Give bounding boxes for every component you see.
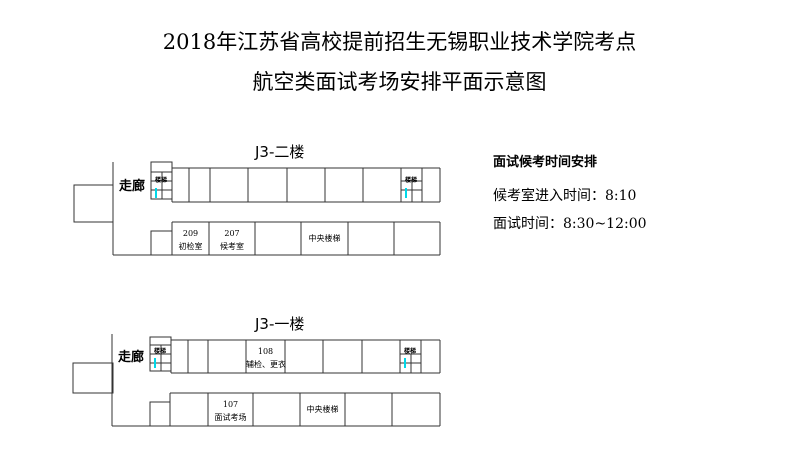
room-name: 候考室 <box>220 242 244 251</box>
room-number: 209 <box>182 229 199 238</box>
floor2-central-stair: 中央楼梯 <box>308 234 341 243</box>
room-209: 209 初检室 <box>172 227 209 253</box>
room-207: 207 候考室 <box>209 227 255 253</box>
room-number: 207 <box>224 229 240 238</box>
room-number: 108 <box>257 347 274 356</box>
interview-time: 面试时间：8:30~12:00 <box>493 216 647 232</box>
schedule-heading: 面试候考时间安排 <box>493 155 598 170</box>
floor1-central-stair: 中央楼梯 <box>306 405 339 414</box>
room-107: 107 面试考场 <box>208 398 253 424</box>
sub-title: 航空类面试考场安排平面示意图 <box>252 70 547 94</box>
floor1-plan <box>72 334 441 427</box>
room-number: 107 <box>222 400 239 409</box>
floor2-corridor-label: 走廊 <box>119 179 146 194</box>
room-name: 面试考场 <box>214 413 247 422</box>
checkin-time: 候考室进入时间：8:10 <box>493 188 637 204</box>
floor2-plan <box>73 161 441 256</box>
floor1-right-stair-label: 楼梯 <box>404 348 417 355</box>
room-108: 108 辅检、更衣 <box>246 345 286 371</box>
floor1-corridor-label: 走廊 <box>118 350 145 365</box>
room-name: 辅检、更衣 <box>246 360 286 369</box>
main-title: 2018年江苏省高校提前招生无锡职业技术学院考点 <box>162 30 637 54</box>
floor1-left-stair-label: 楼梯 <box>154 348 167 355</box>
floor2-left-stair-label: 楼梯 <box>155 177 168 184</box>
floor2-title: J3-二楼 <box>255 143 305 161</box>
floor1-title: J3-一楼 <box>255 315 305 333</box>
room-name: 初检室 <box>178 242 203 251</box>
floor2-right-stair-label: 楼梯 <box>405 177 418 184</box>
